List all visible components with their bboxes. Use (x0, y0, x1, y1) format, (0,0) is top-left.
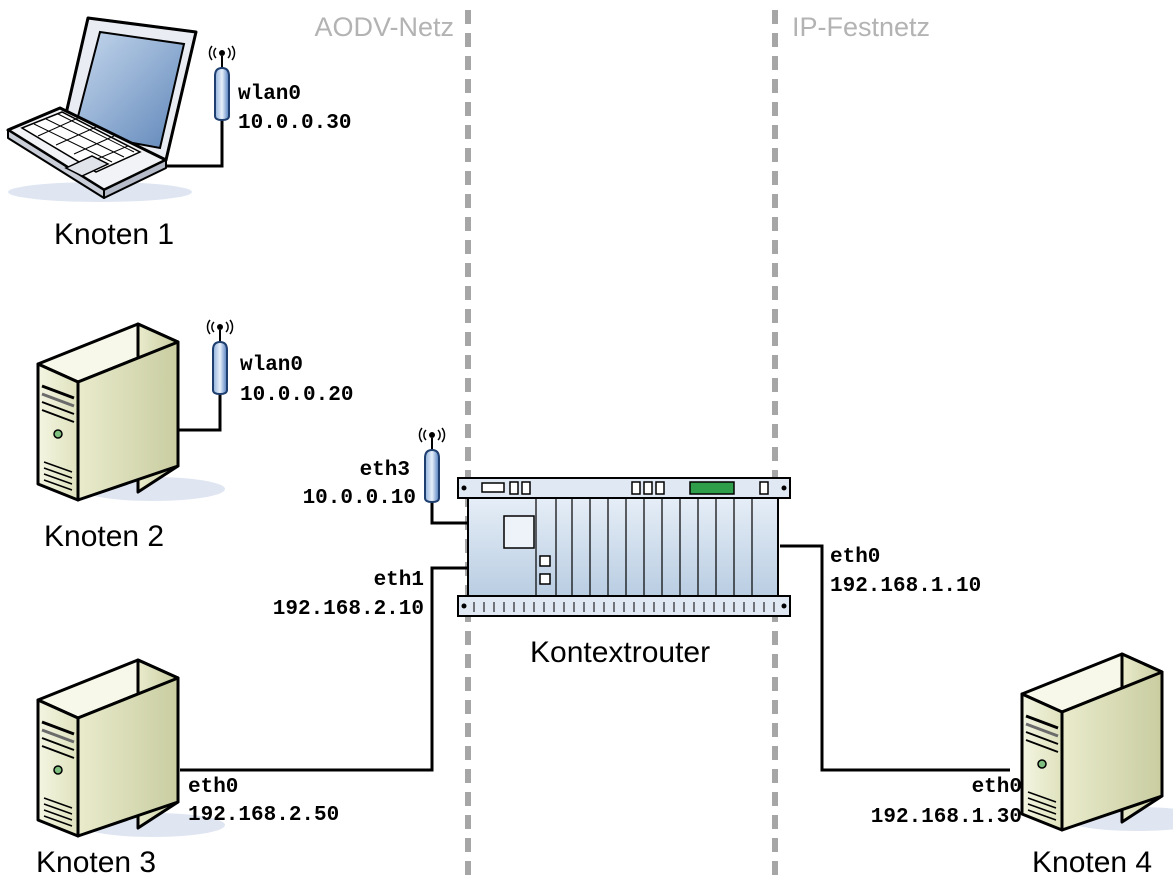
laptop-icon (8, 18, 196, 202)
knoten3-iface-ip: 192.168.2.50 (188, 804, 339, 827)
router-eth1-ip: 192.168.2.10 (273, 598, 424, 621)
router-eth3-ip: 10.0.0.10 (303, 487, 416, 510)
wireless-antenna-icon (419, 428, 444, 502)
server-tower-icon (1022, 654, 1173, 831)
router-eth0-ip: 192.168.1.10 (830, 575, 981, 598)
zone-label-aodv: AODV-Netz (314, 12, 454, 42)
wireless-antenna-icon (209, 46, 234, 120)
knoten2-iface-name: wlan0 (240, 354, 303, 377)
knoten4-label: Knoten 4 (1032, 846, 1152, 879)
knoten2-label: Knoten 2 (44, 520, 164, 553)
router-eth0-name: eth0 (830, 546, 880, 569)
knoten1-iface-name: wlan0 (238, 83, 301, 106)
server-tower-icon (38, 324, 225, 501)
router-eth3-name: eth3 (360, 459, 410, 482)
router-rack-icon (458, 478, 790, 616)
knoten3-label: Knoten 3 (36, 846, 156, 879)
knoten4-iface-ip: 192.168.1.30 (871, 806, 1022, 829)
zone-label-festnetz: IP-Festnetz (792, 12, 930, 42)
knoten1-label: Knoten 1 (54, 218, 174, 251)
link-knoten2 (176, 392, 220, 430)
knoten2-iface-ip: 10.0.0.20 (240, 384, 353, 407)
link-router-eth3 (432, 500, 468, 523)
router-label: Kontextrouter (530, 636, 710, 669)
knoten1-iface-ip: 10.0.0.30 (238, 112, 351, 135)
router-eth1-name: eth1 (374, 569, 424, 592)
knoten3-iface-name: eth0 (188, 776, 238, 799)
wireless-antenna-icon (207, 320, 232, 394)
knoten4-iface-name: eth0 (972, 776, 1022, 799)
